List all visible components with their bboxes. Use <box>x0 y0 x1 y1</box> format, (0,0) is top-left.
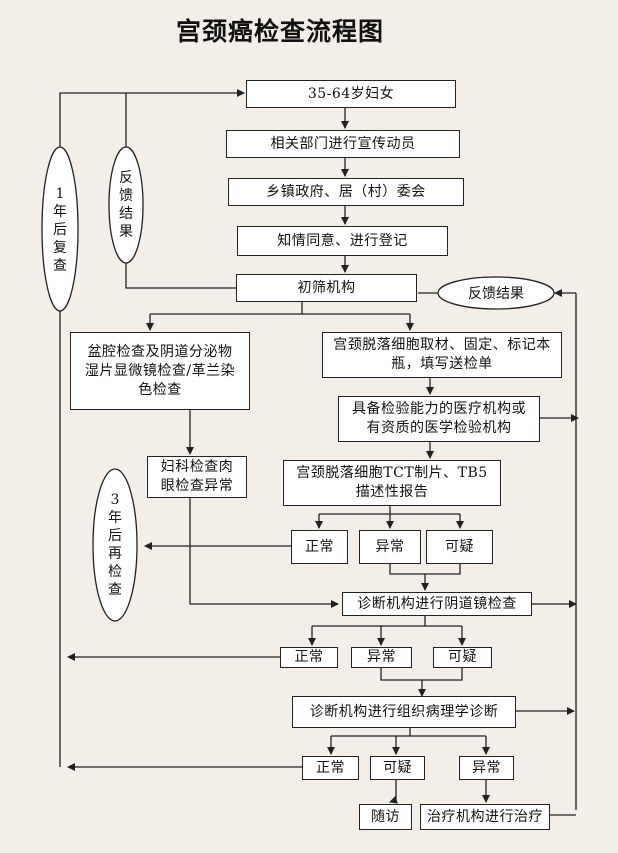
three-years-recheck-label: 3年后再检查 <box>108 492 122 598</box>
node-tct-abnormal: 异常 <box>359 530 421 564</box>
node-consent: 知情同意、进行登记 <box>237 226 448 256</box>
node-gyn-abnormal: 妇科检查肉眼检查异常 <box>147 456 247 498</box>
feedback-left-label: 反馈结果 <box>119 170 133 240</box>
node-pelvic-exam: 盆腔检查及阴道分泌物湿片显微镜检查/革兰染色检查 <box>70 332 250 410</box>
node-tct-suspicious: 可疑 <box>426 530 493 564</box>
node-colpo-suspicious: 可疑 <box>433 647 492 668</box>
node-treatment: 治疗机构进行治疗 <box>420 804 550 830</box>
node-publicity: 相关部门进行宣传动员 <box>226 130 460 158</box>
node-path-suspicious: 可疑 <box>370 756 425 780</box>
node-path-abnormal: 异常 <box>459 756 514 780</box>
one-year-recheck-label: 1年后复查 <box>53 186 67 274</box>
node-path-normal: 正常 <box>302 756 359 780</box>
node-tct: 宫颈脱落细胞TCT制片、TB5描述性报告 <box>283 460 501 506</box>
node-colpo-normal: 正常 <box>280 647 338 668</box>
node-screening: 初筛机构 <box>236 274 417 302</box>
node-pathology: 诊断机构进行组织病理学诊断 <box>292 696 516 728</box>
node-tct-normal: 正常 <box>291 530 348 564</box>
node-women: 35-64岁妇女 <box>246 80 456 108</box>
node-township: 乡镇政府、居（村）委会 <box>228 178 464 206</box>
node-follow-up: 随访 <box>359 804 412 830</box>
oval-three-years <box>92 468 138 622</box>
node-colposcopy: 诊断机构进行阴道镜检查 <box>342 592 532 616</box>
page-title: 宫颈癌检查流程图 <box>175 17 384 46</box>
node-lab: 具备检验能力的医疗机构或有资质的医学检验机构 <box>338 396 540 442</box>
node-cervical-sampling: 宫颈脱落细胞取材、固定、标记本瓶，填写送检单 <box>322 332 562 378</box>
feedback-right-label: 反馈结果 <box>468 286 524 302</box>
node-colpo-abnormal: 异常 <box>351 647 412 668</box>
